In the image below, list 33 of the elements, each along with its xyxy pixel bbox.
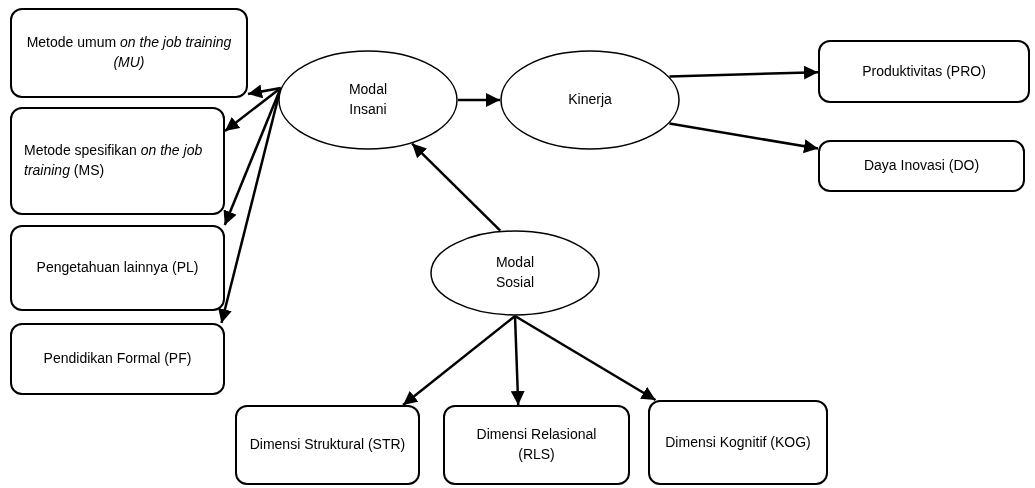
- indicator-box: [648, 400, 828, 485]
- node-label: Metode spesifikan on the job training (MS): [24, 141, 204, 180]
- arrow: [247, 84, 281, 99]
- arrow: [411, 142, 502, 232]
- arrow: [510, 315, 525, 406]
- indicator-box: [235, 405, 420, 485]
- construct-ellipse: [500, 50, 680, 150]
- arrow: [669, 122, 819, 154]
- construct-ellipse: [278, 50, 458, 150]
- indicator-box: [818, 40, 1030, 103]
- indicator-box: [443, 405, 630, 485]
- node-label: Pengetahuan lainnya (PL): [36, 258, 199, 278]
- indicator-box: [818, 140, 1025, 192]
- node-label: Dimensi Kognitif (KOG): [665, 432, 811, 452]
- arrow: [458, 93, 500, 107]
- node-label: Pendidikan Formal (PF): [43, 349, 192, 369]
- node-label: Metode umum on the job training (MU): [25, 33, 233, 72]
- node-label: Kinerja: [568, 90, 612, 110]
- indicator-box: [10, 8, 248, 98]
- node-label: Dimensi Struktural (STR): [249, 435, 406, 455]
- indicator-box: [10, 323, 225, 395]
- node-label: Modal Sosial: [494, 253, 536, 292]
- node-label: Modal Insani: [347, 80, 389, 119]
- node-label: Produktivitas (PRO): [862, 61, 986, 81]
- arrow: [669, 65, 819, 80]
- node-label: Daya Inovasi (DO): [863, 156, 980, 176]
- indicator-box: [10, 107, 225, 215]
- arrow: [402, 315, 516, 406]
- node-label: Dimensi Relasional (RLS): [475, 425, 598, 464]
- construct-ellipse: [430, 230, 600, 316]
- indicator-box: [10, 225, 225, 311]
- arrow: [224, 86, 282, 133]
- arrow: [514, 314, 657, 402]
